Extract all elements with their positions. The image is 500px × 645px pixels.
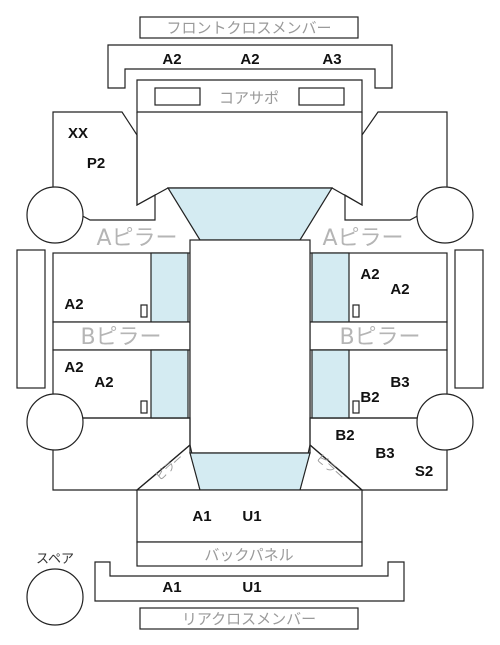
back-panel[interactable]	[136, 541, 363, 567]
front-left-wheel[interactable]	[26, 186, 84, 244]
c-pillar-right-label: ピラー	[314, 452, 347, 484]
back-panel-label: バックパネル	[204, 546, 293, 564]
code-rear-cross-right: U1	[242, 579, 261, 596]
code-rear-right-door-2: B2	[360, 389, 379, 406]
front-right-door-handle	[352, 304, 360, 318]
c-pillar-left-label: ピラー	[153, 452, 186, 484]
spare-tire[interactable]	[26, 568, 84, 626]
rear-right-door-glass[interactable]	[311, 349, 350, 419]
rear-cross-member-bracket[interactable]	[94, 561, 405, 602]
core-support-label: コアサポ	[219, 89, 279, 107]
code-rear-right-quarter-3: S2	[415, 463, 433, 480]
rear-left-door-glass[interactable]	[150, 349, 189, 419]
pillar-b-right-panel[interactable]	[309, 321, 448, 351]
front-right-door-glass[interactable]	[311, 252, 350, 323]
roof-panel[interactable]	[189, 239, 311, 454]
left-rocker-panel[interactable]	[16, 249, 46, 389]
front-left-door-glass[interactable]	[150, 252, 189, 323]
code-rear-right-quarter-2: B3	[375, 445, 394, 462]
code-rear-left-door-1: A2	[64, 359, 83, 376]
code-trunk-right: U1	[242, 508, 261, 525]
code-front-left-door: A2	[64, 296, 83, 313]
rear-cross-member-box[interactable]	[139, 607, 359, 630]
pillar-a-right-label: Aピラー	[322, 226, 403, 251]
code-front-cross-left: A2	[162, 51, 181, 68]
rear-window-glass[interactable]	[189, 452, 311, 491]
code-rear-left-door-2: A2	[94, 374, 113, 391]
front-left-door-handle	[140, 304, 148, 318]
rear-right-wheel[interactable]	[416, 393, 474, 451]
windshield-glass[interactable]	[166, 187, 334, 241]
code-front-right-door-2: A2	[390, 281, 409, 298]
code-trunk-left: A1	[192, 508, 211, 525]
front-cross-member-box[interactable]	[139, 16, 359, 39]
front-right-wheel[interactable]	[416, 186, 474, 244]
code-rear-right-quarter-1: B2	[335, 427, 354, 444]
rear-left-wheel[interactable]	[26, 393, 84, 451]
code-front-left-fender-1: XX	[68, 125, 88, 142]
right-rocker-panel[interactable]	[454, 249, 484, 389]
code-front-right-door-1: A2	[360, 266, 379, 283]
trunk-lid[interactable]	[136, 489, 363, 543]
code-rear-right-door-1: B3	[390, 374, 409, 391]
front-cross-member-bracket[interactable]	[107, 44, 393, 89]
rear-right-door-handle	[352, 400, 360, 414]
front-cross-member-label: フロントクロスメンバー	[166, 19, 331, 37]
code-front-cross-right: A3	[322, 51, 341, 68]
spare-label: スペア	[36, 552, 74, 567]
code-rear-cross-left: A1	[162, 579, 181, 596]
code-front-cross-mid: A2	[240, 51, 259, 68]
rear-cross-member-label: リアクロスメンバー	[182, 610, 316, 628]
rear-left-door-handle	[140, 400, 148, 414]
pillar-b-right-label: Bピラー	[339, 325, 420, 350]
pillar-b-left-label: Bピラー	[80, 325, 161, 350]
code-front-left-fender-2: P2	[87, 155, 105, 172]
core-support-right-lamp	[298, 87, 345, 106]
pillar-a-left-label: Aピラー	[96, 226, 177, 251]
core-support-left-lamp	[154, 87, 201, 106]
